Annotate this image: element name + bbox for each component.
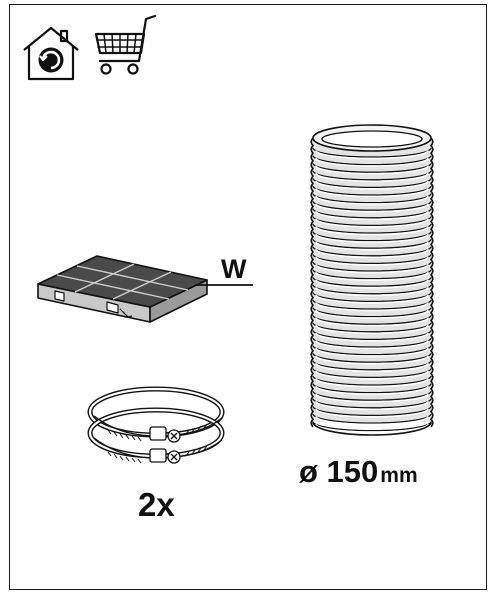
duct-diameter-label: ø 150mm xyxy=(299,454,418,490)
clamp-quantity-label: 2x xyxy=(138,486,175,523)
carbon-filter xyxy=(37,255,208,323)
shopping-cart-icon xyxy=(94,14,157,75)
flexible-duct xyxy=(310,124,434,436)
filter-label: W xyxy=(221,254,247,284)
hose-clamps xyxy=(87,386,225,464)
duct-diameter-value: ø 150 xyxy=(299,454,379,489)
duct-diameter-unit: mm xyxy=(380,464,418,487)
recirculation-house-icon xyxy=(23,26,79,81)
